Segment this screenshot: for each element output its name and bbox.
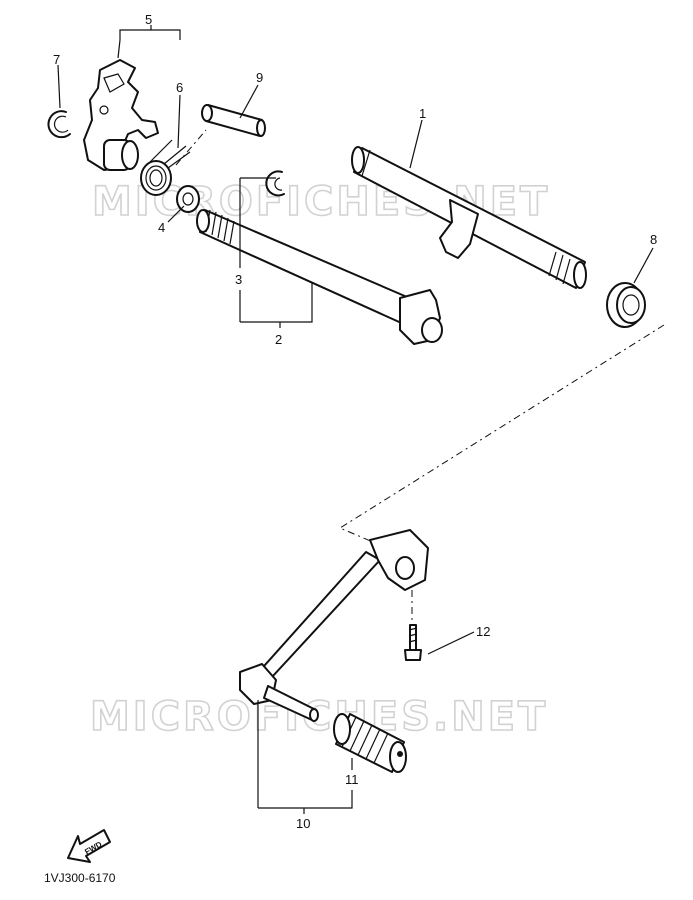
- callout-1: 1: [419, 106, 426, 121]
- diagram-code: 1VJ300-6170: [44, 871, 116, 885]
- part-11-pedal-rubber: [333, 713, 407, 773]
- callout-7: 7: [53, 52, 60, 67]
- callouts: 5 6 7 9 1 8 4 3 2 12 11 10: [53, 12, 657, 831]
- part-6-spring: [140, 139, 191, 196]
- watermark-bottom: MICROFICHES.NET: [90, 694, 548, 740]
- part-5-shift-arm: [83, 59, 159, 171]
- callout-5: 5: [145, 12, 152, 27]
- part-7-circlip: [47, 110, 71, 139]
- forward-arrow-icon: FWD: [67, 829, 111, 863]
- guide-pin: [175, 129, 207, 166]
- part-3-circlip: [265, 170, 285, 197]
- callout-11: 11: [345, 772, 359, 787]
- callout-2: 2: [275, 332, 282, 347]
- part-2-shift-shaft: [196, 209, 443, 345]
- callout-10: 10: [296, 816, 310, 831]
- callout-6: 6: [176, 80, 183, 95]
- part-1-shift-shaft: [351, 146, 587, 289]
- callout-8: 8: [650, 232, 657, 247]
- part-9-pin: [201, 104, 266, 137]
- part-10-shift-pedal: [239, 529, 429, 722]
- callout-9: 9: [256, 70, 263, 85]
- callout-3: 3: [235, 272, 242, 287]
- part-4-washer: [176, 185, 200, 213]
- centerline: [338, 324, 665, 546]
- callout-4: 4: [158, 220, 165, 235]
- part-12-bolt: [404, 624, 422, 661]
- callout-12: 12: [476, 624, 490, 639]
- part-8-oil-seal: [606, 282, 646, 328]
- leader-lines: [57, 25, 654, 814]
